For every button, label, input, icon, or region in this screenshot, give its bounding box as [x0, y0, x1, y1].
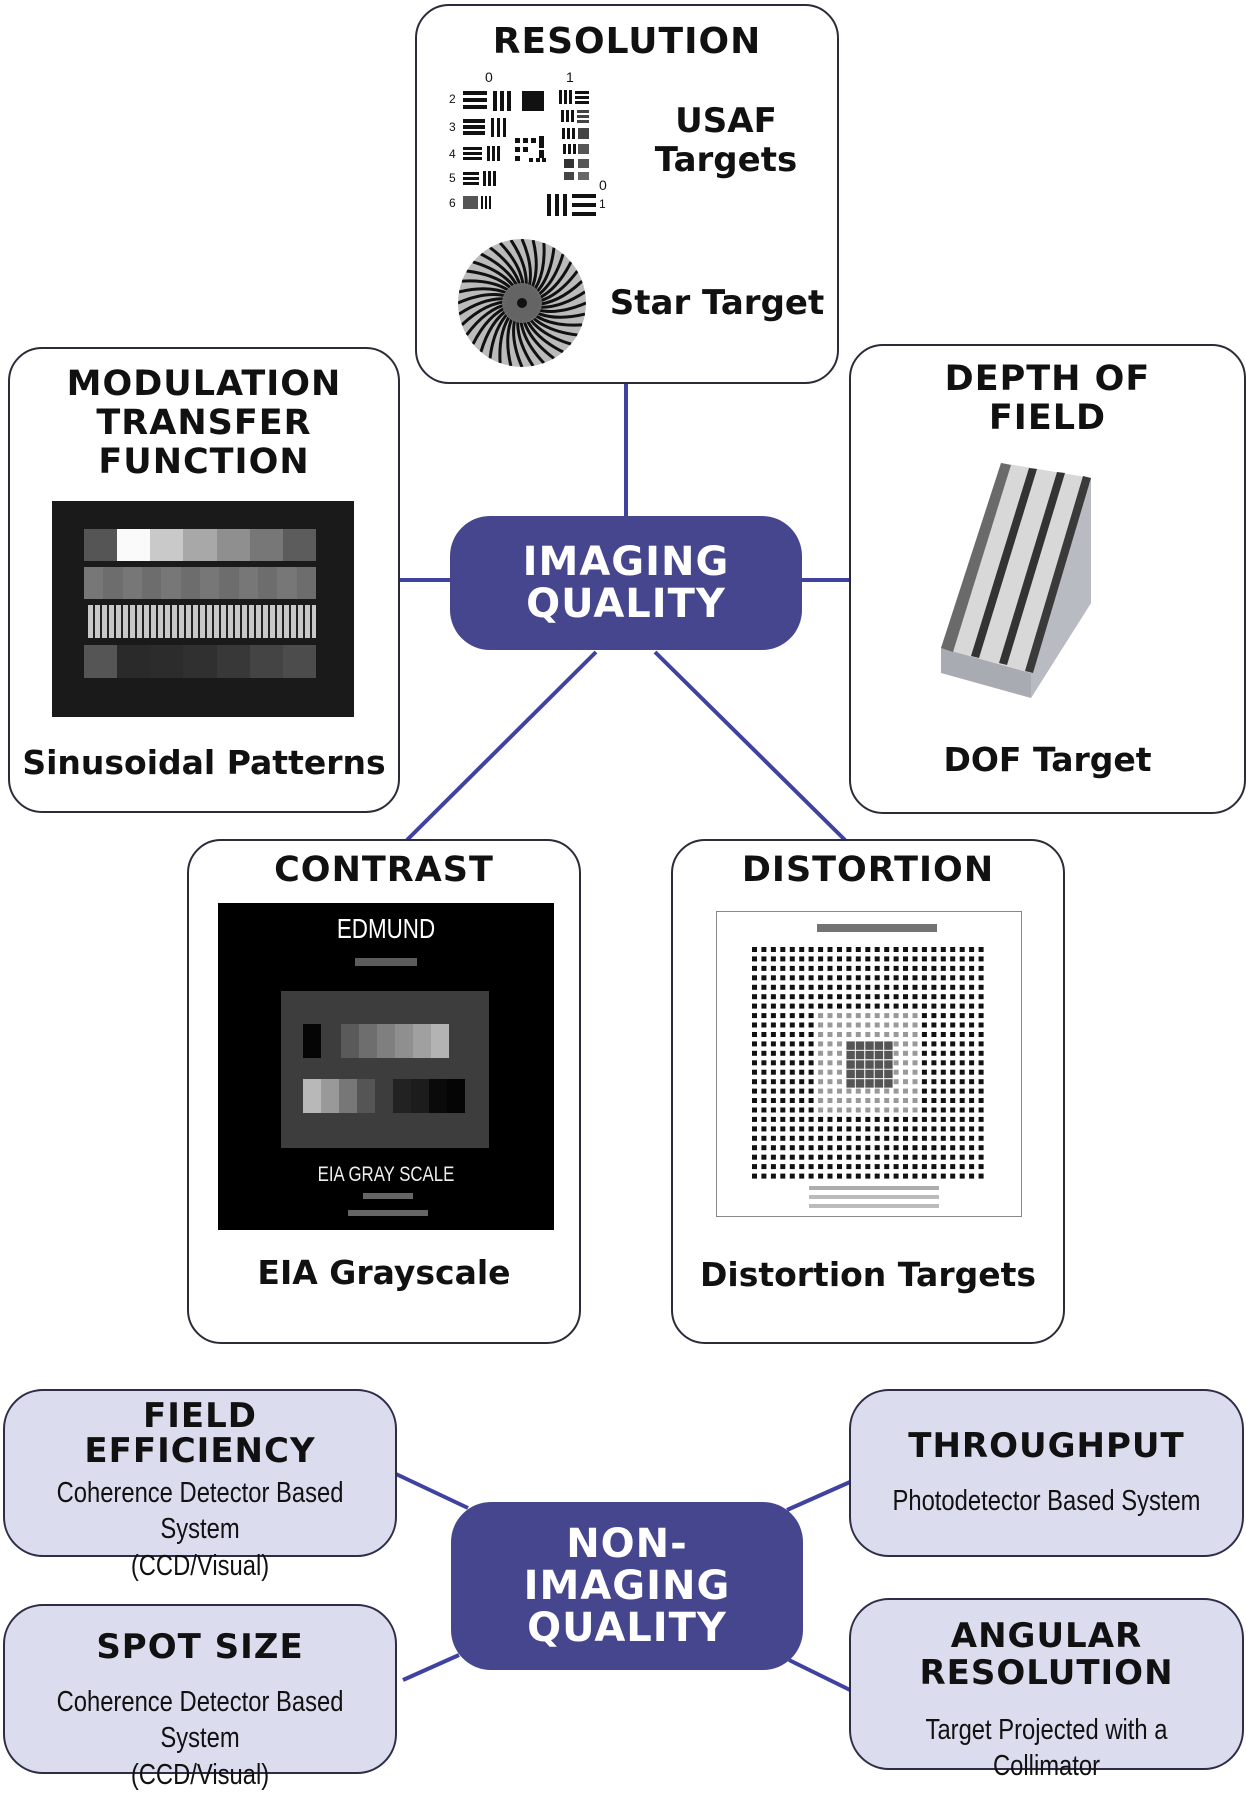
- sinusoidal-pattern-image: [52, 501, 354, 717]
- mtf-title: MODULATION TRANSFER FUNCTION: [10, 364, 398, 483]
- spot-size-description: Coherence Detector Based System (CCD/Vis…: [40, 1684, 360, 1793]
- field-efficiency-title-line1: FIELD: [143, 1396, 257, 1436]
- spot-size-node: SPOT SIZE Coherence Detector Based Syste…: [3, 1604, 397, 1791]
- dof-caption: DOF Target: [943, 740, 1152, 779]
- field-efficiency-title: FIELD EFFICIENCY: [5, 1399, 395, 1468]
- eia-grayscale-chart-image: EDMUND EIA GRAY SCALE: [218, 903, 554, 1230]
- dof-title-line1: DEPTH OF: [944, 359, 1151, 399]
- usaf-row-label: 3: [449, 120, 456, 134]
- distortion-caption: Distortion Targets: [699, 1255, 1037, 1294]
- connector-contrast: [405, 650, 598, 842]
- eia-gray-panel: [281, 991, 489, 1148]
- mtf-node: MODULATION TRANSFER FUNCTION Sinusoidal …: [8, 347, 400, 813]
- usaf-row-label: 6: [449, 196, 456, 210]
- imaging-quality-hub: IMAGING QUALITY: [450, 516, 802, 650]
- eia-chart-name: EIA GRAY SCALE: [317, 1163, 455, 1186]
- field-efficiency-title-line2: EFFICIENCY: [84, 1430, 316, 1471]
- non-imaging-quality-hub: NON- IMAGING QUALITY: [451, 1502, 803, 1670]
- usaf-label-line2: Targets: [654, 140, 798, 181]
- usaf-right-label: 0: [599, 177, 607, 193]
- usaf-right-label: 1: [599, 197, 606, 211]
- connector-throughput: [786, 1480, 851, 1512]
- field-efficiency-description: Coherence Detector Based System (CCD/Vis…: [40, 1475, 360, 1584]
- angular-resolution-title: ANGULAR RESOLUTION: [851, 1618, 1242, 1691]
- angular-resolution-node: ANGULAR RESOLUTION Target Projected with…: [849, 1598, 1244, 1782]
- mtf-title-line3: FUNCTION: [98, 442, 310, 483]
- distortion-title: DISTORTION: [741, 850, 995, 890]
- usaf-group-label: 1: [566, 70, 574, 85]
- dof-title: DEPTH OF FIELD: [851, 359, 1244, 439]
- connector-angular-resolution: [788, 1658, 851, 1692]
- eia-chart-brand: EDMUND: [336, 913, 436, 944]
- angular-resolution-title-line1: ANGULAR: [950, 1616, 1143, 1656]
- usaf-label-line1: USAF: [675, 101, 777, 141]
- dof-target-icon: [941, 463, 1091, 698]
- resolution-node: RESOLUTION 0 1 2 3 4 5 6: [415, 4, 839, 384]
- mtf-title-line1: MODULATION: [66, 364, 342, 404]
- usaf-row-label: 5: [449, 171, 456, 185]
- non-imaging-hub-line3: QUALITY: [527, 1605, 727, 1651]
- non-imaging-hub-line1: NON-: [566, 1521, 688, 1567]
- connector-field-efficiency: [395, 1472, 469, 1510]
- connector-distortion: [653, 650, 847, 842]
- imaging-hub-line1: IMAGING: [522, 539, 730, 585]
- dof-node: DEPTH OF FIELD DOF Target: [849, 344, 1246, 814]
- usaf-row-label: 4: [449, 147, 456, 161]
- throughput-title: THROUGHPUT: [908, 1426, 1185, 1466]
- usaf-row-label: 2: [449, 92, 456, 106]
- contrast-title: CONTRAST: [274, 850, 494, 890]
- non-imaging-hub-line2: IMAGING: [523, 1563, 731, 1609]
- connector-spot-size: [402, 1653, 460, 1682]
- usaf-group-label: 0: [485, 70, 493, 85]
- distortion-target-image: [716, 911, 1022, 1217]
- usaf-targets-label: USAF Targets: [641, 101, 811, 181]
- dof-title-line2: FIELD: [988, 398, 1107, 439]
- mtf-title-line2: TRANSFER: [96, 403, 312, 444]
- angular-resolution-title-line2: RESOLUTION: [919, 1652, 1174, 1693]
- field-efficiency-desc-line2: (CCD/Visual): [130, 1549, 270, 1582]
- distortion-node: DISTORTION Distortion Targets: [671, 839, 1065, 1344]
- usaf-target-icon: 0 1 2 3 4 5 6: [449, 70, 607, 216]
- angular-resolution-description: Target Projected with a Collimator: [925, 1714, 1168, 1783]
- throughput-description: Photodetector Based System: [892, 1485, 1201, 1517]
- star-target-label: Star Target: [609, 283, 825, 323]
- field-efficiency-desc-line1: Coherence Detector Based System: [56, 1477, 344, 1546]
- imaging-hub-line2: QUALITY: [526, 581, 726, 627]
- contrast-caption: EIA Grayscale: [257, 1253, 511, 1292]
- contrast-node: CONTRAST EDMUND EIA GRAY SCALE EIA Grays…: [187, 839, 581, 1344]
- spot-size-desc-line1: Coherence Detector Based System: [56, 1686, 344, 1755]
- mtf-caption: Sinusoidal Patterns: [22, 743, 386, 782]
- throughput-node: THROUGHPUT Photodetector Based System: [849, 1389, 1244, 1557]
- spot-size-title: SPOT SIZE: [96, 1627, 304, 1667]
- spot-size-desc-line2: (CCD/Visual): [130, 1758, 270, 1791]
- field-efficiency-node: FIELD EFFICIENCY Coherence Detector Base…: [3, 1389, 397, 1582]
- resolution-title: RESOLUTION: [492, 21, 762, 62]
- star-target-icon: [458, 239, 586, 367]
